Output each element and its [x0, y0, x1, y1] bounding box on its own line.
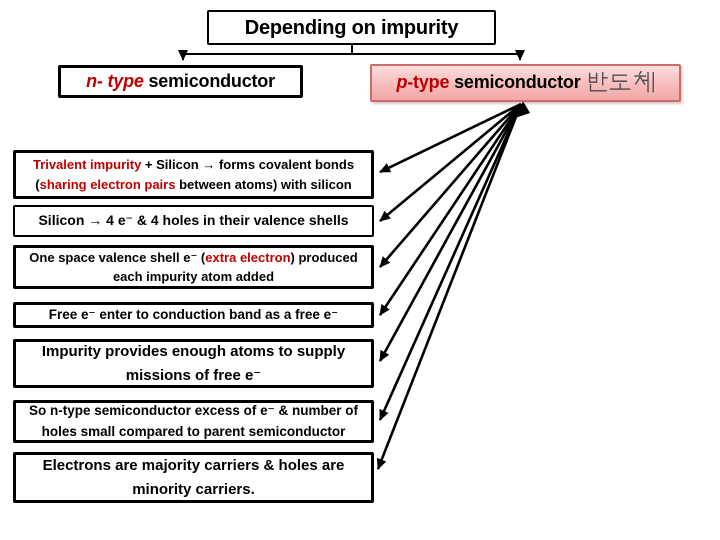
- title-connector: [178, 45, 525, 61]
- korean-glyphs: [588, 70, 654, 93]
- p-type-semiconductor-box: p-type semiconductor: [370, 64, 681, 102]
- korean-text: [587, 70, 655, 95]
- arrow-to-box-2: [379, 102, 522, 223]
- fan-apex-arrowhead: [515, 101, 530, 118]
- arrow-to-box-7: [376, 103, 523, 470]
- arrow-to-box-3: [379, 103, 522, 268]
- box-conduction-band-text: Free e⁻ enter to conduction band as a fr…: [48, 306, 339, 322]
- title-box: Depending on impurity: [207, 10, 496, 45]
- box-trivalent-impurity-text: Trivalent impurity + Silicon → forms cov…: [32, 157, 355, 192]
- fan-arrows: [376, 102, 523, 470]
- box-silicon-valence-text: Silicon → 4 e⁻ & 4 holes in their valenc…: [38, 212, 349, 229]
- arrow-to-box-5: [378, 103, 523, 362]
- box-impurity-supply-text: Impurity provides enough atoms to supply…: [41, 343, 346, 384]
- arrow-to-box-4: [378, 103, 523, 316]
- arrow-to-box-6: [378, 103, 523, 421]
- box-silicon-valence: Silicon → 4 e⁻ & 4 holes in their valenc…: [13, 205, 374, 237]
- title-text: Depending on impurity: [244, 16, 459, 39]
- box-trivalent-impurity: Trivalent impurity + Silicon → forms cov…: [13, 150, 374, 199]
- box-excess-electrons-text: So n-type semiconductor excess of e⁻ & n…: [29, 403, 358, 439]
- box-conduction-band: Free e⁻ enter to conduction band as a fr…: [13, 302, 374, 328]
- box-majority-carriers-text: Electrons are majority carriers & holes …: [42, 457, 345, 498]
- arrow-to-box-1: [379, 102, 522, 174]
- box-impurity-supply: Impurity provides enough atoms to supply…: [13, 339, 374, 388]
- n-type-semiconductor-box: n- type semiconductor: [58, 65, 303, 98]
- p-type-label: p-type semiconductor: [396, 72, 581, 93]
- box-extra-electron-text: One space valence shell e⁻ (extra electr…: [29, 249, 358, 285]
- box-majority-carriers: Electrons are majority carriers & holes …: [13, 452, 374, 503]
- n-type-label: n- type semiconductor: [86, 70, 275, 91]
- box-extra-electron: One space valence shell e⁻ (extra electr…: [13, 245, 374, 289]
- box-excess-electrons: So n-type semiconductor excess of e⁻ & n…: [13, 400, 374, 443]
